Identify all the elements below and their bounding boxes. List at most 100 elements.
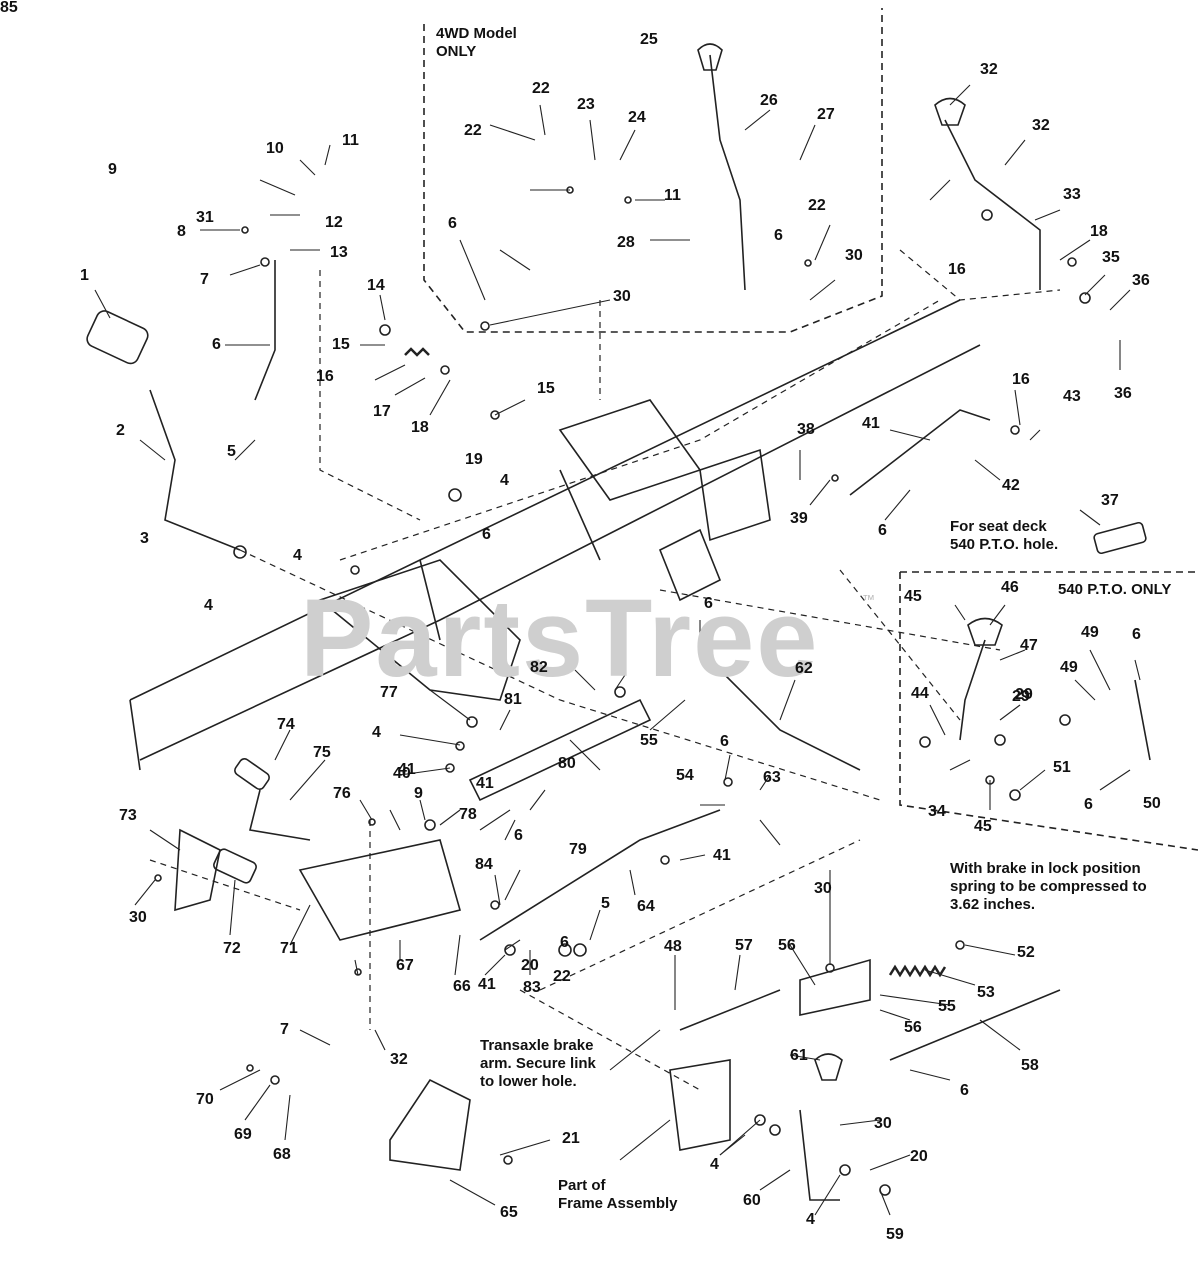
pedal-pad-39: [1093, 521, 1147, 555]
callout-number: 67: [396, 957, 414, 974]
callout-number: 24: [628, 109, 646, 126]
callout-number: 71: [280, 940, 298, 957]
callout-number: 45: [904, 588, 922, 605]
callout-number: 20: [910, 1148, 928, 1165]
callout-number: 79: [569, 841, 587, 858]
callout-number: 43: [1063, 388, 1081, 405]
callout-number: 6: [448, 215, 457, 232]
note-4wd-model-only: 4WD Model ONLY: [436, 25, 517, 60]
callout-number: 56: [778, 937, 796, 954]
rod-58: [679, 989, 781, 1031]
callout-number: 36: [1132, 272, 1150, 289]
callout-number: 6: [212, 336, 221, 353]
plate-part-of-frame: [669, 1059, 731, 1151]
callout-number: 6: [720, 733, 729, 750]
callout-number: 15: [332, 336, 350, 353]
rod-63: [699, 649, 861, 771]
pedal-pad-73: [213, 848, 257, 884]
callout-number: 59: [886, 1226, 904, 1243]
callout-number: 29: [1012, 688, 1030, 705]
callout-number: 6: [482, 526, 491, 543]
shift-lever-28: [709, 54, 746, 291]
callout-number: 78: [459, 806, 477, 823]
callout-number: 3: [140, 530, 149, 547]
callout-number: 5: [601, 895, 610, 912]
callout-number: 60: [743, 1192, 761, 1209]
pto-region-outline: [899, 571, 1198, 851]
note-part-of-frame: Part of Frame Assembly: [558, 1177, 678, 1212]
callout-number: 12: [325, 214, 343, 231]
callout-number: 20: [521, 957, 539, 974]
pedal-pad-1: [86, 310, 149, 365]
bracket-57: [799, 958, 871, 1016]
callout-number: 32: [390, 1051, 408, 1068]
callout-number: 82: [530, 659, 548, 676]
callout-number: 84: [475, 856, 493, 873]
callout-number: 31: [196, 209, 214, 226]
callout-number: 6: [878, 522, 887, 539]
callout-number: 13: [330, 244, 348, 261]
note-seat-deck: For seat deck 540 P.T.O. hole.: [950, 518, 1059, 553]
callout-number: 68: [273, 1146, 291, 1163]
callout-number: 75: [313, 744, 331, 761]
callout-number: 47: [1020, 637, 1038, 654]
callout-number: 81: [504, 691, 522, 708]
shift-knob-27: [697, 43, 723, 71]
callout-number: 56: [904, 1019, 922, 1036]
callout-number: 6: [560, 934, 569, 951]
callout-number: 61: [790, 1047, 808, 1064]
callout-number: 7: [200, 271, 209, 288]
callout-number: 37: [1101, 492, 1119, 509]
callout-number: 23: [577, 96, 595, 113]
callout-number: 27: [817, 106, 835, 123]
rod-51: [1134, 679, 1151, 761]
callout-number: 6: [514, 827, 523, 844]
callout-number: 18: [1090, 223, 1108, 240]
callout-number: 51: [1053, 759, 1071, 776]
callout-number: 30: [129, 909, 147, 926]
callout-number: 8: [177, 223, 186, 240]
pedal-arm-35: [944, 119, 1041, 290]
note-brake-lock: With brake in lock position spring to be…: [950, 860, 1147, 913]
callout-number: 7: [280, 1021, 289, 1038]
knob-62: [814, 1053, 843, 1081]
callout-number: 55: [938, 998, 956, 1015]
callout-number: 22: [464, 122, 482, 139]
callout-number: 52: [1017, 944, 1035, 961]
rod-65: [479, 809, 721, 941]
bracket-66: [389, 1078, 471, 1171]
callout-number: 57: [735, 937, 753, 954]
callout-number: 42: [1002, 477, 1020, 494]
spring-54: [888, 964, 947, 978]
rod-42: [849, 409, 991, 496]
callout-number: 58: [1021, 1057, 1039, 1074]
callout-number: 80: [558, 755, 576, 772]
callout-number: 9: [108, 161, 117, 178]
lever-2: [149, 389, 241, 551]
callout-number: 30: [814, 880, 832, 897]
callout-number: 11: [342, 132, 359, 149]
callout-number: 65: [500, 1204, 518, 1221]
callout-number: 41: [478, 976, 496, 993]
callout-number: 72: [223, 940, 241, 957]
callout-number: 70: [196, 1091, 214, 1108]
callout-number: 55: [640, 732, 658, 749]
callout-number: 34: [928, 803, 946, 820]
callout-number: 22: [808, 197, 826, 214]
callout-number: 6: [704, 595, 713, 612]
callout-number: 9: [414, 785, 423, 802]
callout-number: 1: [80, 267, 89, 284]
watermark: PartsTree: [300, 577, 820, 700]
callout-number: 22: [553, 968, 571, 985]
callout-number: 4: [372, 724, 381, 741]
callout-number: 85: [0, 0, 18, 16]
knob-33: [934, 97, 966, 126]
callout-number: 32: [980, 61, 998, 78]
callout-number: 4: [806, 1211, 815, 1228]
callout-number: 14: [367, 277, 385, 294]
callout-number: 16: [948, 261, 966, 278]
callout-number: 63: [763, 769, 781, 786]
knob-47: [967, 617, 1003, 646]
4wd-region-outline: [423, 8, 883, 333]
